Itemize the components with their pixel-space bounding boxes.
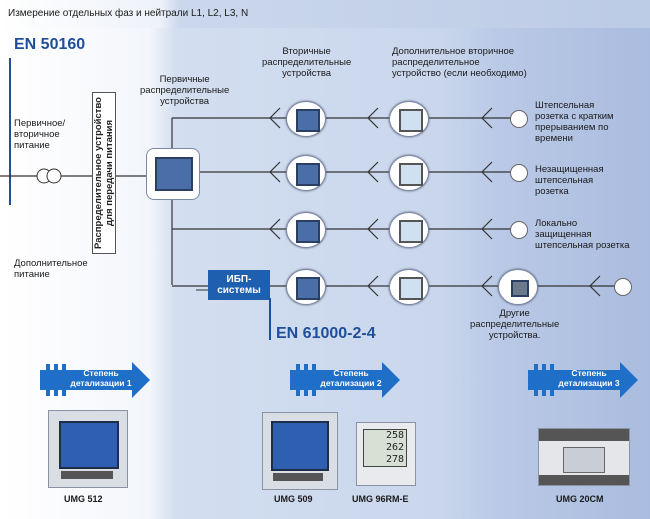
umg-20cm-label: UMG 20CM: [556, 494, 604, 504]
umg-96rm-e-label: UMG 96RM-E: [352, 494, 409, 504]
label-additional-secondary: Дополнительное вторичное распределительн…: [392, 46, 527, 79]
label-socket-locally-protected: Локально защищенная штепсельная розетка: [535, 218, 630, 251]
umg-96rm-e-value-3: 278: [385, 454, 404, 465]
label-secondary-distribution: Вторичные распределительные устройства: [262, 46, 352, 79]
ups-systems-box: ИБП- системы: [208, 270, 270, 300]
standard-en61000: EN 61000-2-4: [276, 325, 376, 342]
umg-96rm-e-value-2: 262: [385, 442, 404, 453]
umg-509-image: [262, 412, 338, 490]
label-socket-unprotected: Незащищенная штепсельная розетка: [535, 164, 604, 197]
distribution-box-label: Распределительное устройство для передач…: [93, 97, 115, 249]
umg-96rm-e-value-1: 258: [385, 430, 404, 441]
label-other-distribution: Другие распределительные устройства.: [470, 308, 560, 341]
detail-level-arrow-2: Степень детализации 2: [290, 362, 400, 398]
umg-512-label: UMG 512: [64, 494, 103, 504]
diagram-title: Измерение отдельных фаз и нейтрали L1, L…: [8, 8, 249, 19]
additional-meter-icon-1: [389, 101, 429, 137]
additional-meter-icon-4: [389, 269, 429, 305]
additional-meter-icon-2: [389, 155, 429, 191]
label-primary-distribution: Первичные распределительные устройства: [140, 74, 230, 107]
umg-20cm-image: [538, 428, 630, 486]
secondary-meter-icon-2: [286, 155, 326, 191]
umg-509-label: UMG 509: [274, 494, 313, 504]
ups-label: ИБП- системы: [217, 274, 261, 296]
umg-96rm-e-image: 258 262 278: [356, 422, 416, 486]
additional-meter-icon-3: [389, 212, 429, 248]
label-additional-supply: Дополнительное питание: [14, 258, 88, 280]
socket-icon-3: [510, 221, 528, 239]
secondary-meter-icon-3: [286, 212, 326, 248]
other-distribution-meter-icon: [498, 269, 538, 305]
detail-level-arrow-1: Степень детализации 1: [40, 362, 150, 398]
title-band: [0, 0, 650, 28]
label-primary-secondary-supply: Первичное/ вторичное питание: [14, 118, 66, 151]
label-socket-short-interruption: Штепсельная розетка с кратким прерывание…: [535, 100, 614, 144]
detail-level-label-2: Степень детализации 2: [320, 368, 382, 388]
detail-level-label-3: Степень детализации 3: [558, 368, 620, 388]
detail-level-arrow-3: Степень детализации 3: [528, 362, 638, 398]
umg-512-image: [48, 410, 128, 488]
secondary-meter-icon-4: [286, 269, 326, 305]
primary-meter-icon: [146, 148, 200, 200]
socket-icon-4: [614, 278, 632, 296]
socket-icon-2: [510, 164, 528, 182]
socket-icon-1: [510, 110, 528, 128]
secondary-meter-icon-1: [286, 101, 326, 137]
detail-level-label-1: Степень детализации 1: [70, 368, 132, 388]
standard-en50160: EN 50160: [14, 36, 86, 53]
distribution-box: Распределительное устройство для передач…: [92, 92, 116, 254]
